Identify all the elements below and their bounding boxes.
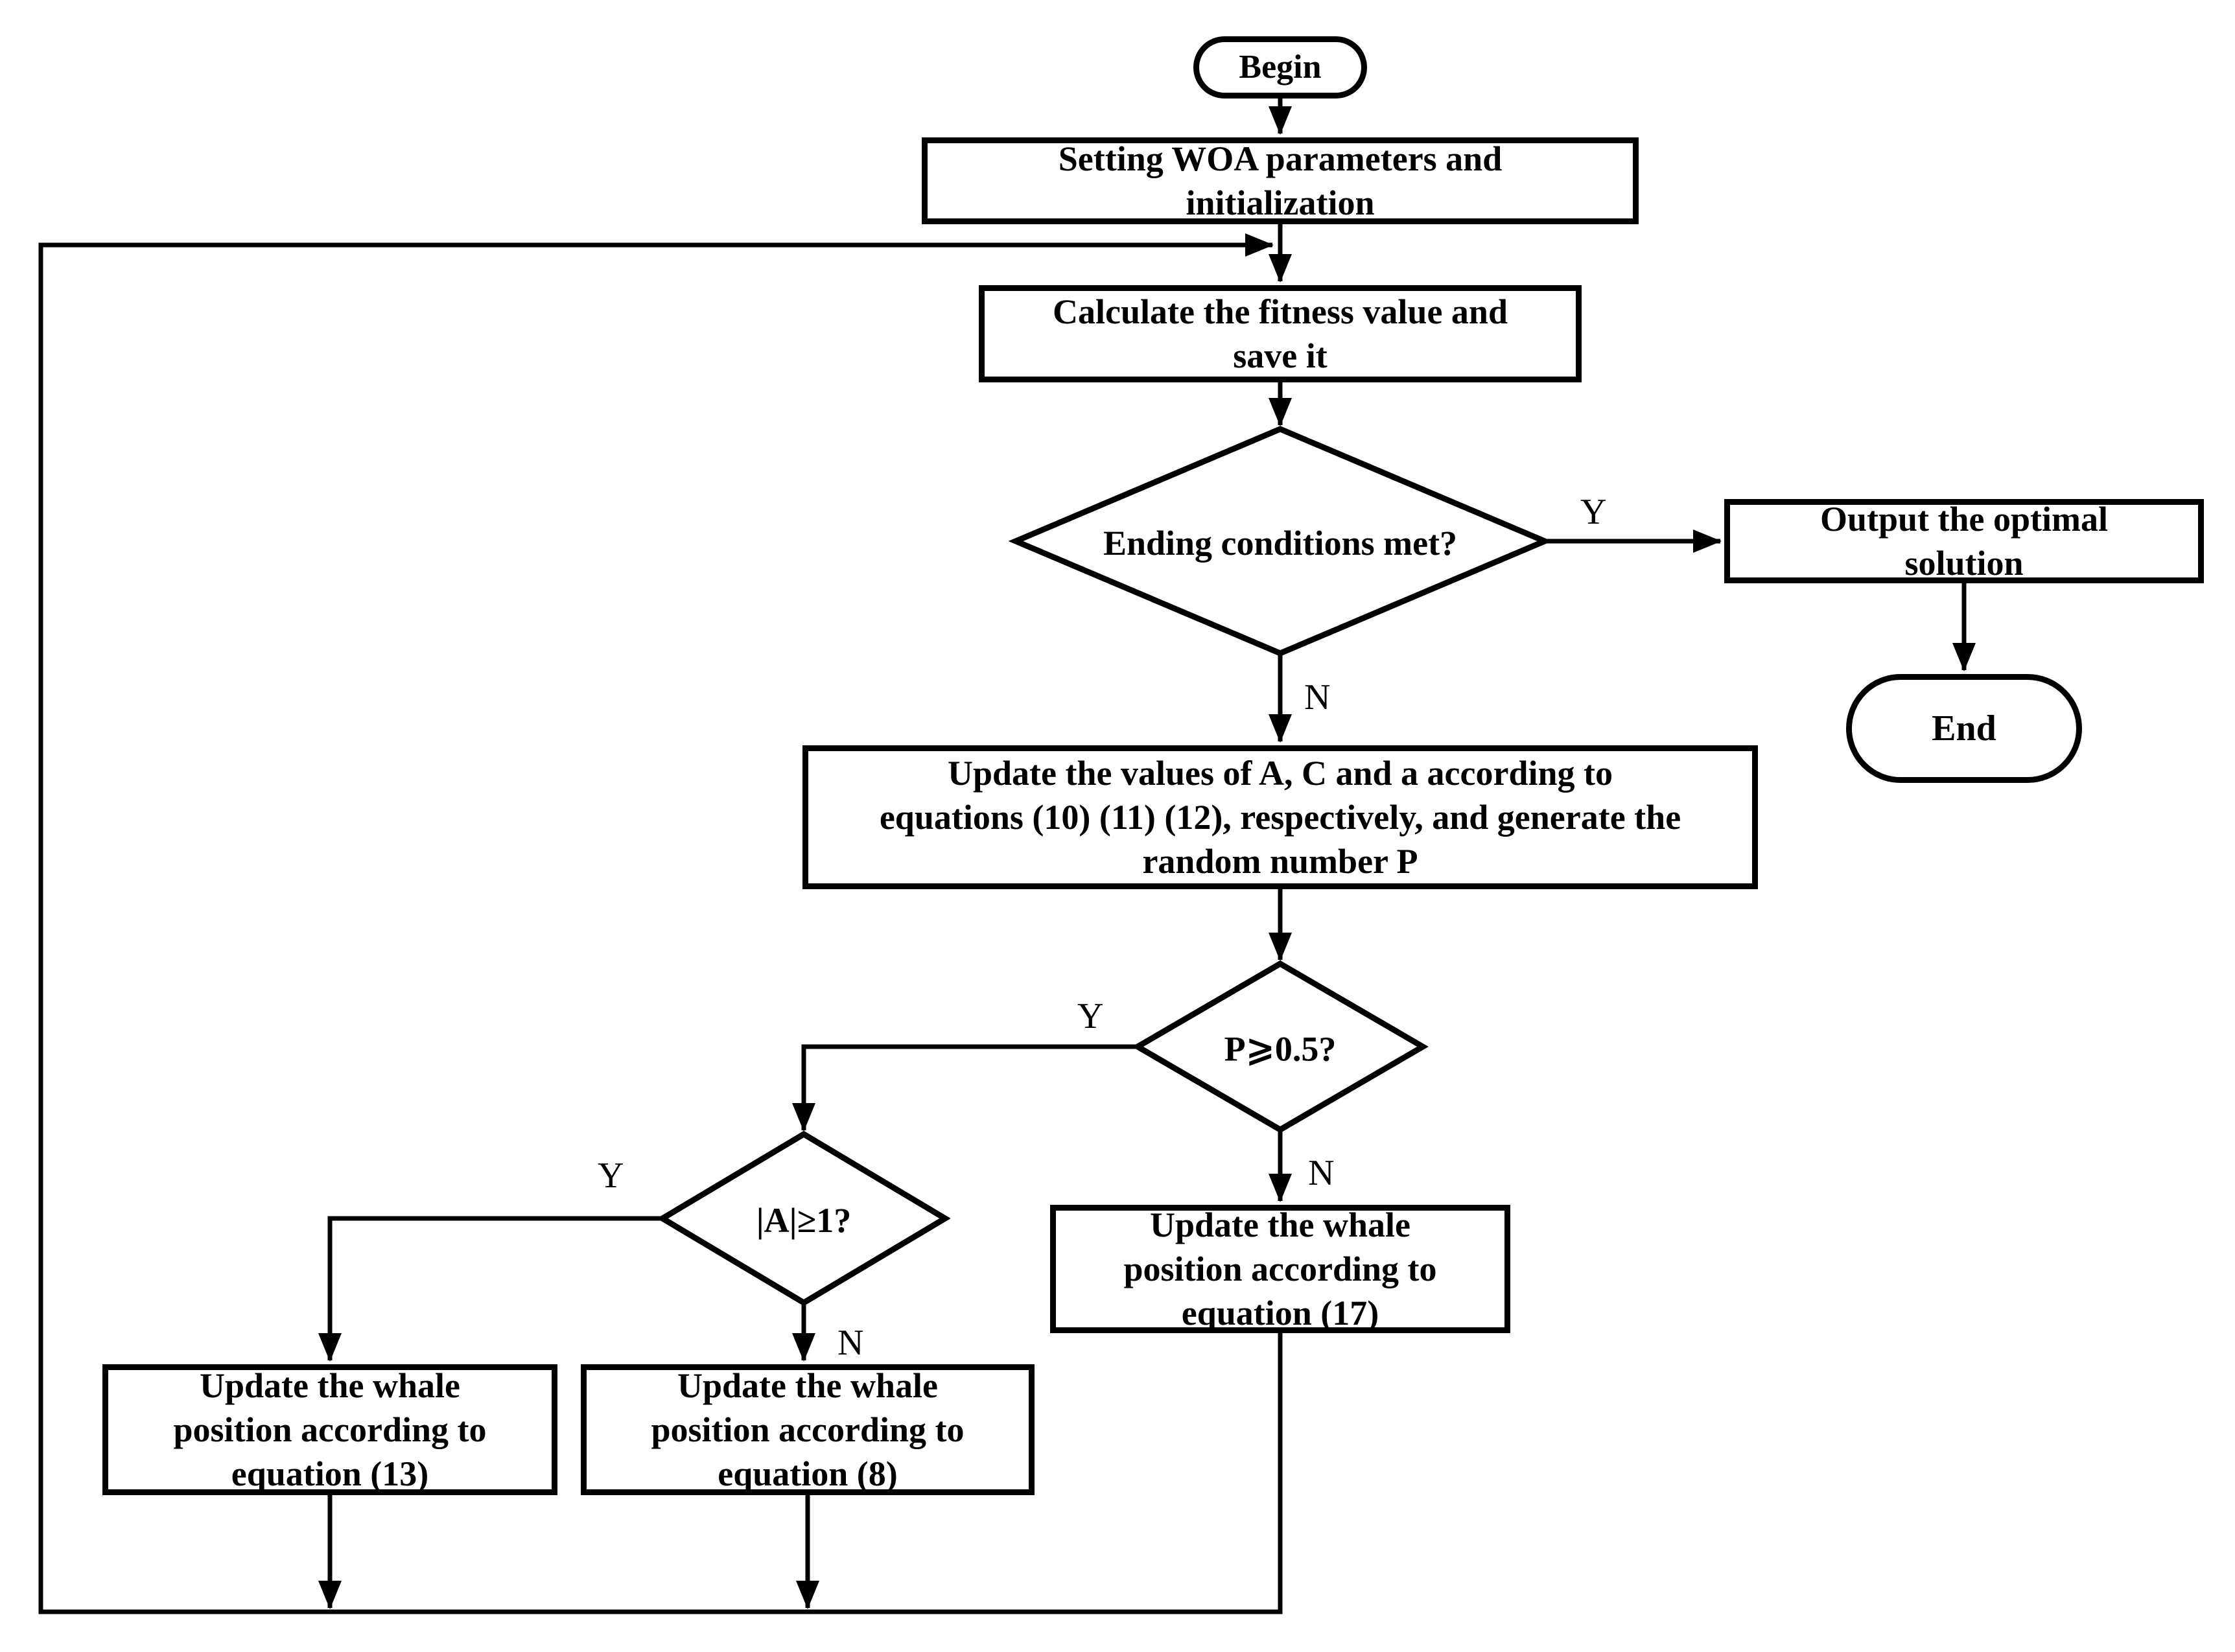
a-no-label: N	[837, 1323, 864, 1363]
node-begin: Begin	[1193, 36, 1367, 99]
p-no-label: N	[1308, 1153, 1335, 1193]
edge-feedback-loop	[38, 233, 1283, 1614]
node-set-woa-parameters: Setting WOA parameters and initializatio…	[922, 137, 1639, 224]
ending-conditions-label: Ending conditions met?	[1103, 524, 1458, 563]
a-check-label: |A|≥1?	[756, 1201, 852, 1240]
node-update-position-eq17: Update the whale position according to e…	[1050, 1205, 1510, 1333]
node-end: End	[1846, 674, 2082, 783]
edge-pcheck-yes-to-acheck	[792, 1044, 1138, 1132]
edge-acheck-yes-to-eq13	[318, 1216, 662, 1362]
a-check-diamond	[657, 1130, 951, 1307]
a-yes-label: Y	[598, 1156, 624, 1196]
node-update-position-eq13: Update the whale position according to e…	[102, 1364, 557, 1495]
node-output-optimal-solution: Output the optimal solution	[1724, 499, 2204, 583]
p-check-diamond	[1132, 960, 1429, 1134]
node-update-a-c-a-values: Update the values of A, C and a accordin…	[802, 745, 1758, 889]
p-check-label: P⩾0.5?	[1224, 1029, 1337, 1069]
node-update-position-eq8: Update the whale position according to e…	[581, 1364, 1035, 1495]
p-yes-label: Y	[1077, 996, 1104, 1036]
ending-no-label: N	[1304, 677, 1331, 717]
ending-yes-label: Y	[1580, 492, 1607, 532]
ending-conditions-diamond	[1008, 426, 1552, 657]
node-calculate-fitness: Calculate the fitness value and save it	[979, 285, 1582, 382]
